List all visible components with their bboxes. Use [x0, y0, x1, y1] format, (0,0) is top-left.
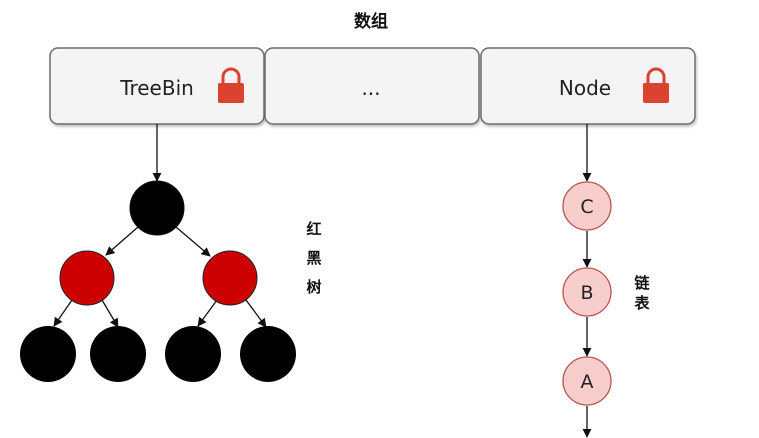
tree-leaf-black [20, 326, 76, 382]
array-cell-node: Node [480, 47, 696, 125]
tree-edge [197, 299, 218, 327]
array-cell-label: Node [559, 76, 611, 100]
tree-leaf-black [90, 326, 146, 382]
array-title: 数组 [354, 11, 388, 32]
lock-icon [218, 67, 244, 103]
tree-edge [53, 299, 73, 327]
tree-edge [101, 299, 119, 328]
tree-label: 红 黑 树 [306, 220, 321, 296]
tree-edge [245, 299, 267, 328]
tree-node-root-black [129, 180, 185, 236]
svg-text:黑: 黑 [306, 249, 321, 267]
lock-icon [643, 67, 669, 103]
svg-text:红: 红 [306, 220, 321, 238]
tree-edge [105, 226, 139, 256]
list-node-c: C [562, 181, 612, 231]
svg-text:表: 表 [634, 294, 650, 312]
list-node-a: A [562, 356, 612, 406]
svg-text:树: 树 [306, 278, 321, 296]
list-label: 链 表 [634, 274, 650, 312]
tree-node-red [202, 250, 258, 306]
array-row: TreeBin ... Node [49, 47, 696, 125]
array-cell-ellipsis: ... [264, 47, 480, 125]
list-node-label: A [581, 371, 594, 393]
tree-leaf-black [240, 326, 296, 382]
array-cell-treebin: TreeBin [49, 47, 265, 125]
list-node-label: B [580, 282, 593, 304]
tree-leaf-black [165, 326, 221, 382]
tree-node-red [59, 250, 115, 306]
red-black-tree [20, 124, 296, 382]
tree-edge [175, 226, 211, 257]
list-node-label: C [580, 196, 593, 218]
array-cell-label: TreeBin [119, 76, 194, 100]
svg-text:链: 链 [634, 274, 650, 292]
array-cell-label: ... [361, 76, 380, 100]
list-node-b: B [562, 267, 612, 317]
linked-list: C B A [562, 124, 612, 438]
